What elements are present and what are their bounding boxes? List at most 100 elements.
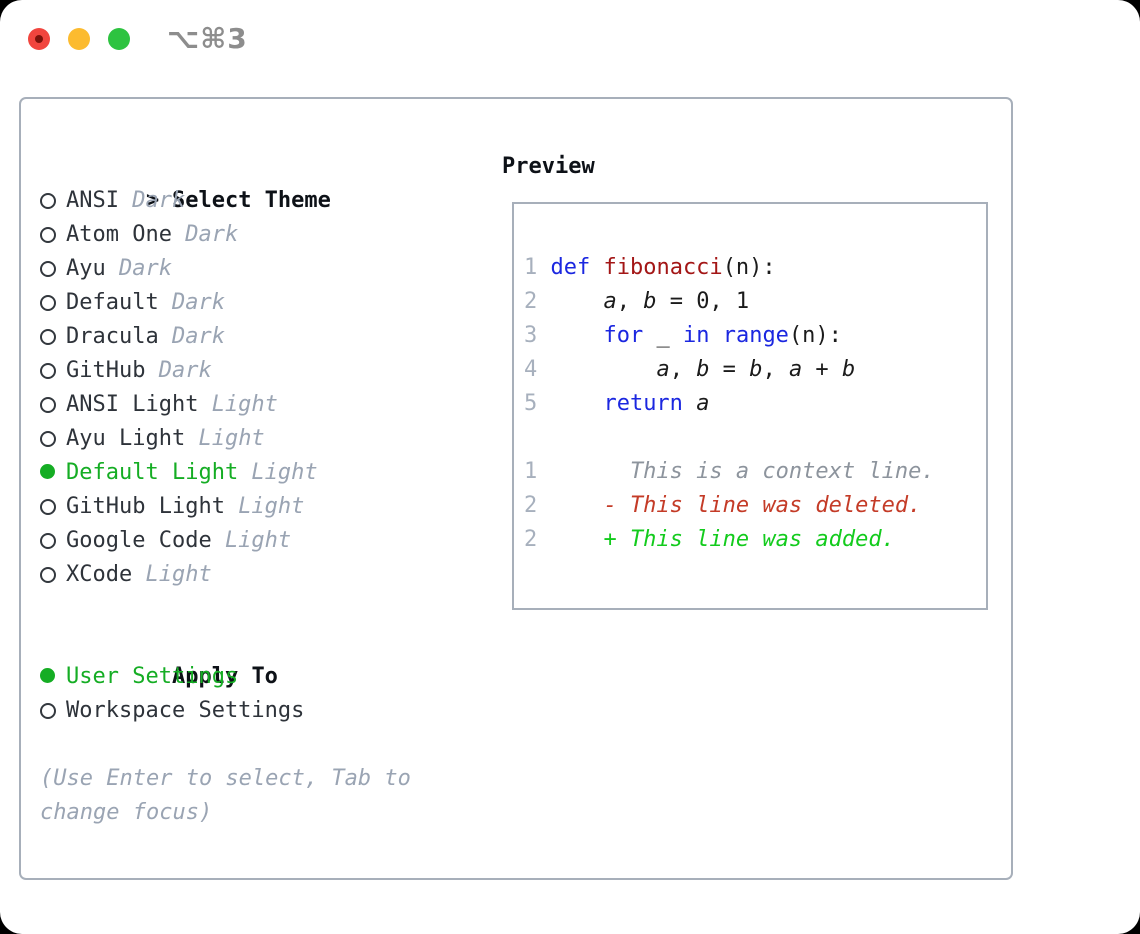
code-text: This is a context line. (550, 459, 935, 484)
option-label: GitHub (66, 358, 146, 383)
radio-marker (40, 388, 66, 424)
apply-option-user-settings[interactable]: User Settings (40, 660, 411, 694)
radio-selected-icon (40, 668, 55, 683)
option-label: Ayu (66, 256, 106, 281)
radio-marker (40, 694, 66, 730)
option-label: XCode (66, 562, 133, 587)
line-number: 2 (524, 289, 538, 314)
radio-unselected-icon (40, 193, 56, 209)
option-label: Default (66, 290, 159, 315)
theme-variant-label: Light (251, 460, 318, 485)
radio-unselected-icon (40, 295, 56, 311)
option-label: Atom One (66, 222, 172, 247)
code-text: + This line was added. (550, 527, 895, 552)
theme-option-atom-one[interactable]: Atom One Dark (40, 218, 411, 252)
usage-hint-line: (Use Enter to select, Tab to (40, 766, 411, 791)
spacer (40, 592, 411, 626)
apply-to-header: Apply To (171, 664, 278, 689)
radio-marker (40, 456, 66, 490)
option-label: GitHub Light (66, 494, 225, 519)
option-label: Google Code (66, 528, 212, 553)
theme-variant-label: Light (145, 562, 212, 587)
theme-option-github-light[interactable]: GitHub Light Light (40, 490, 411, 524)
theme-variant-label: Dark (171, 290, 225, 315)
theme-option-default[interactable]: Default Dark (40, 286, 411, 320)
option-label: ANSI (66, 188, 119, 213)
theme-option-ansi[interactable]: ANSI Dark (40, 184, 411, 218)
select-theme-header: Select Theme (171, 188, 331, 213)
close-button[interactable] (28, 28, 50, 50)
code-line: 2 a, b = 0, 1 (524, 285, 986, 319)
radio-unselected-icon (40, 703, 56, 719)
preview-header: Preview (502, 154, 595, 179)
code-line: 1 def fibonacci(n): (524, 251, 986, 285)
code-line: 2 - This line was deleted. (524, 489, 986, 523)
radio-marker (40, 184, 66, 220)
radio-marker (40, 286, 66, 322)
code-line: 4 a, b = b, a + b (524, 353, 986, 387)
code-line: 1 This is a context line. (524, 455, 986, 489)
selection-caret: > (145, 188, 160, 213)
option-label: Ayu Light (66, 426, 186, 451)
radio-marker (40, 218, 66, 254)
radio-marker (40, 660, 66, 694)
radio-marker (40, 354, 66, 390)
code-text: for _ in range(n): (603, 323, 842, 348)
option-label: Dracula (66, 324, 159, 349)
apply-to-header-row: Apply To (40, 626, 411, 689)
radio-marker (40, 490, 66, 526)
line-number: 3 (524, 323, 538, 348)
maximize-button[interactable] (108, 28, 130, 50)
theme-variant-label: Light (211, 392, 278, 417)
option-label: Workspace Settings (66, 698, 305, 723)
line-number: 5 (524, 391, 538, 416)
minimize-button[interactable] (68, 28, 90, 50)
line-number: 4 (524, 357, 538, 382)
theme-variant-label: Dark (171, 324, 225, 349)
radio-marker (40, 524, 66, 560)
radio-unselected-icon (40, 397, 56, 413)
theme-variant-label: Dark (185, 222, 239, 247)
line-number: 1 (524, 255, 538, 280)
radio-unselected-icon (40, 431, 56, 447)
theme-option-ayu[interactable]: Ayu Dark (40, 252, 411, 286)
radio-unselected-icon (40, 533, 56, 549)
code-line: 5 return a (524, 387, 986, 421)
theme-option-dracula[interactable]: Dracula Dark (40, 320, 411, 354)
line-number: 2 (524, 527, 538, 552)
option-label: User Settings (66, 664, 239, 689)
radio-marker (40, 558, 66, 594)
radio-marker (40, 320, 66, 356)
line-number: 1 (524, 459, 538, 484)
theme-variant-label: Dark (132, 188, 186, 213)
code-text: def fibonacci(n): (550, 255, 776, 280)
theme-option-ansi-light[interactable]: ANSI Light Light (40, 388, 411, 422)
theme-variant-label: Light (238, 494, 305, 519)
option-label: Default Light (66, 460, 239, 485)
apply-option-workspace-settings[interactable]: Workspace Settings (40, 694, 411, 728)
spacer (40, 728, 411, 762)
code-text: a, b = 0, 1 (603, 289, 750, 314)
window-titlebar: ⌥⌘3 (0, 0, 1140, 78)
theme-variant-label: Dark (118, 256, 172, 281)
radio-unselected-icon (40, 329, 56, 345)
theme-variant-label: Light (224, 528, 292, 553)
select-theme-header-row: > Select Theme (40, 150, 411, 213)
close-button-dot (35, 35, 43, 43)
usage-hint: (Use Enter to select, Tab to change focu… (40, 762, 411, 830)
radio-unselected-icon (40, 499, 56, 515)
theme-option-default-light[interactable]: Default Light Light (40, 456, 411, 490)
theme-option-google-code[interactable]: Google Code Light (40, 524, 411, 558)
option-label: ANSI Light (66, 392, 199, 417)
code-line: 3 for _ in range(n): (524, 319, 986, 353)
code-text: return a (603, 391, 710, 416)
theme-option-xcode[interactable]: XCode Light (40, 558, 411, 592)
